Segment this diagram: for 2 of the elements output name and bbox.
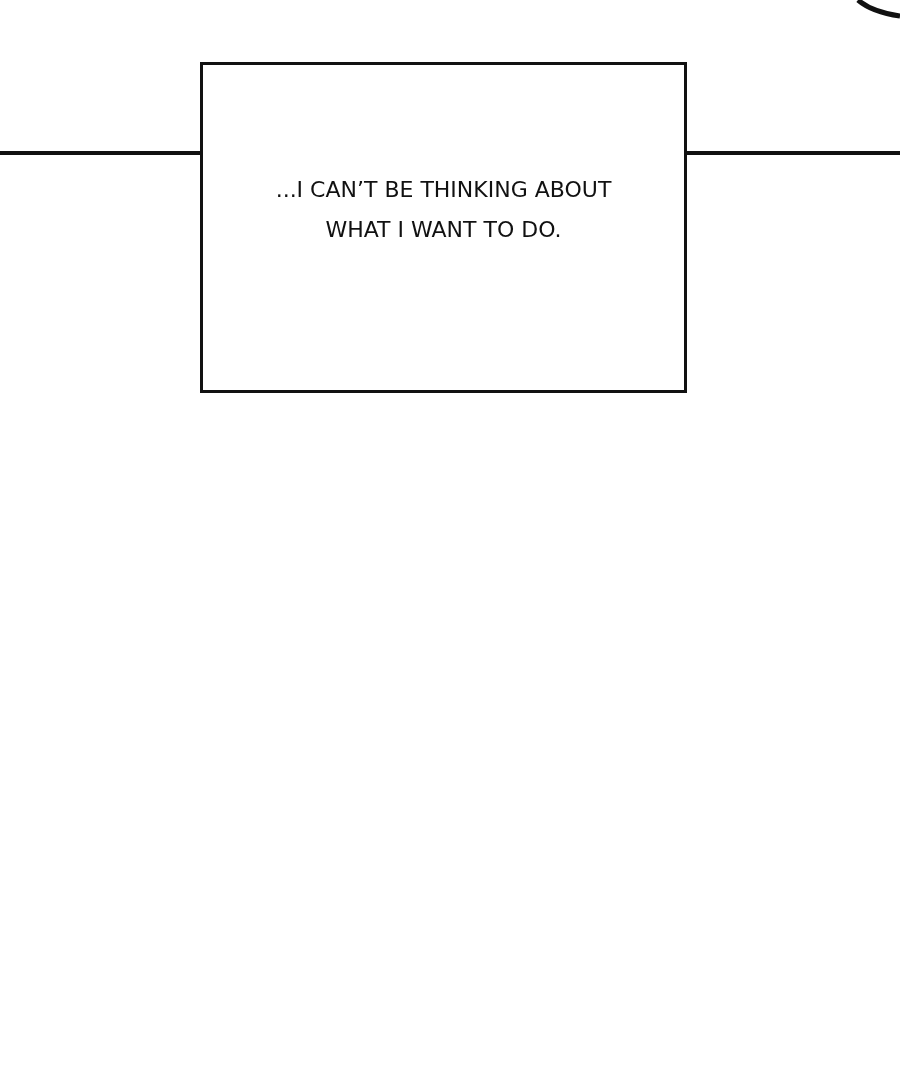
narration-text: ...I CAN’T BE THINKING ABOUT WHAT I WANT TO DO. [274,176,613,244]
narration-box [200,62,687,393]
